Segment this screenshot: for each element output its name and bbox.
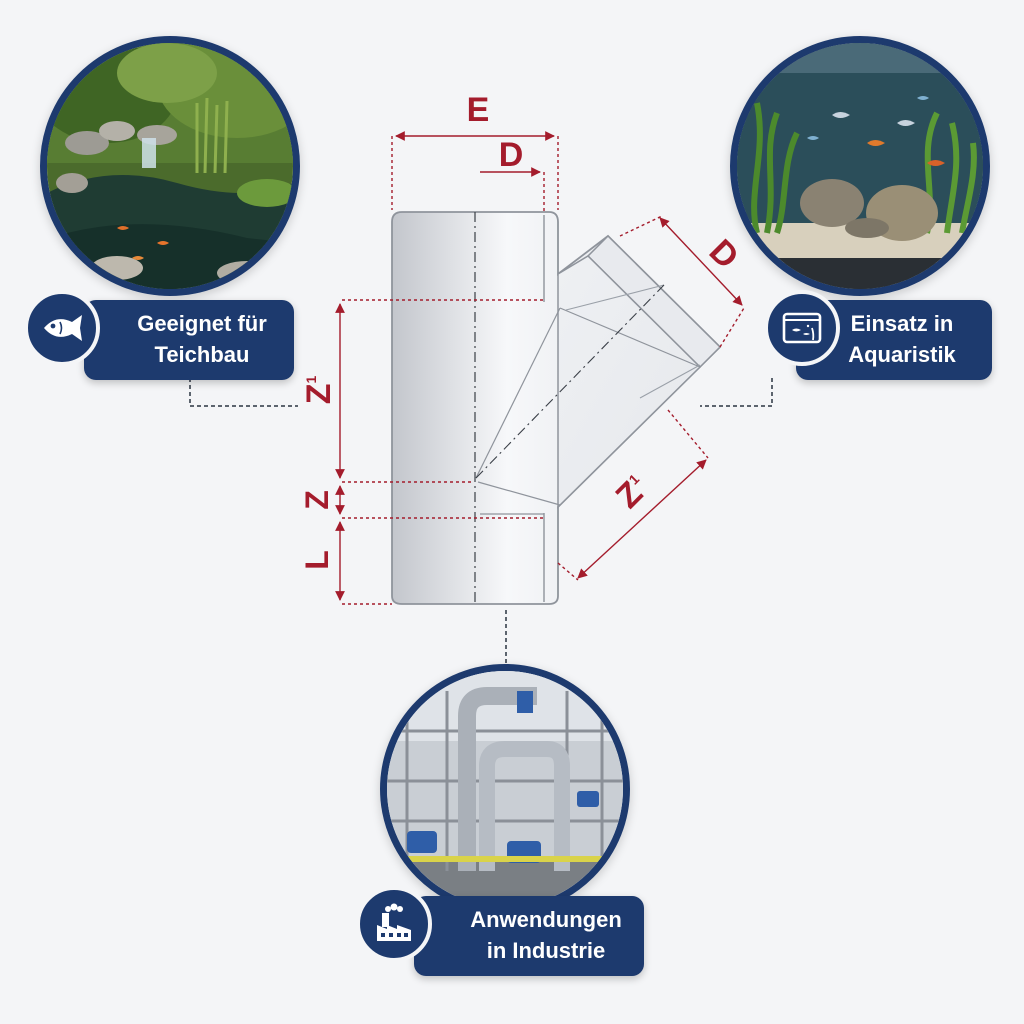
pond-badge: Geeignet für Teichbau: [84, 300, 294, 380]
fish-icon: [24, 290, 100, 366]
dimension-label-Z-left: Z: [299, 490, 335, 510]
industry-badge-line-1: Anwendungen: [470, 907, 622, 932]
aquarium-badge-line-1: Einsatz in: [850, 311, 954, 336]
svg-text:Z1: Z1: [609, 469, 656, 516]
industry-illustration: [387, 671, 623, 907]
dimension-label-Z1-left: Z1: [300, 376, 338, 405]
dimension-lines: [335, 131, 745, 605]
industry-badge-line-2: in Industrie: [486, 938, 606, 963]
leader-lines: [189, 378, 773, 668]
industry-badge: Anwendungen in Industrie: [414, 896, 644, 976]
aquarium-illustration: [737, 43, 983, 289]
dimension-label-L-left: L: [299, 550, 335, 570]
factory-icon: [356, 886, 432, 962]
dimension-label-E: E: [467, 91, 490, 129]
aquarium-icon: [764, 290, 840, 366]
dimension-label-Z1-branch: Z1: [609, 469, 656, 516]
svg-text:L: L: [299, 550, 335, 570]
svg-text:Z1: Z1: [300, 376, 338, 405]
fitting-body: [391, 211, 722, 605]
pond-badge-line-2: Teichbau: [154, 342, 250, 367]
dimension-label-D-top: D: [499, 136, 524, 174]
industry-photo: [380, 664, 630, 914]
aquarium-photo: [730, 36, 990, 296]
pond-illustration: [47, 43, 293, 289]
aquarium-badge-line-2: Aquaristik: [848, 342, 956, 367]
main-pipe: [391, 211, 722, 605]
pond-photo: [40, 36, 300, 296]
svg-text:Z: Z: [299, 490, 335, 510]
pond-badge-line-1: Geeignet für: [137, 311, 267, 336]
